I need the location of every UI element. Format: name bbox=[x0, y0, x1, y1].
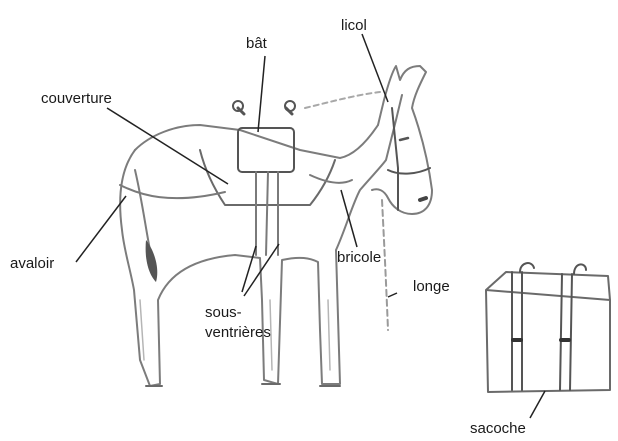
breeching-strap bbox=[120, 185, 225, 198]
leader-couverture bbox=[107, 108, 228, 184]
halter-straps bbox=[388, 108, 430, 210]
leader-avaloir bbox=[76, 196, 126, 262]
label-bat: bât bbox=[246, 35, 267, 53]
mule-back-outline bbox=[135, 125, 378, 158]
saddle-knob-right bbox=[285, 101, 295, 111]
leader-bricole bbox=[341, 190, 357, 247]
mule-hooves bbox=[146, 384, 340, 386]
label-avaloir: avaloir bbox=[10, 255, 54, 273]
pack-saddle-sketch bbox=[120, 101, 430, 330]
mule-eye bbox=[400, 138, 408, 140]
label-longe: longe bbox=[413, 278, 450, 296]
girth-straps bbox=[256, 172, 278, 255]
mule-sketch bbox=[120, 66, 432, 386]
leader-sous-ventrieres-1 bbox=[242, 246, 256, 292]
mule-tail-tuft bbox=[146, 240, 158, 282]
bag-sketch bbox=[486, 263, 610, 392]
label-sous-ventrieres-line2: ventrières bbox=[205, 324, 271, 342]
saddle-top-knobs bbox=[238, 108, 292, 114]
leader-sacoche bbox=[530, 391, 545, 418]
mule-nostril bbox=[420, 198, 426, 200]
label-couverture: couverture bbox=[41, 90, 112, 108]
bag-box bbox=[486, 272, 610, 392]
label-sous-ventrieres-line1: sous- bbox=[205, 304, 242, 322]
mule-tail bbox=[135, 170, 150, 250]
mule-mane bbox=[305, 92, 380, 108]
mule-body-outline bbox=[120, 95, 402, 386]
label-sacoche: sacoche bbox=[470, 420, 526, 438]
leader-longe bbox=[388, 293, 397, 297]
breast-collar-strap bbox=[310, 175, 352, 183]
lead-rope bbox=[382, 200, 388, 330]
saddle-frame bbox=[238, 128, 294, 172]
label-bricole: bricole bbox=[337, 249, 381, 267]
leader-bat bbox=[258, 56, 265, 132]
label-licol: licol bbox=[341, 17, 367, 35]
bag-straps bbox=[512, 272, 572, 390]
